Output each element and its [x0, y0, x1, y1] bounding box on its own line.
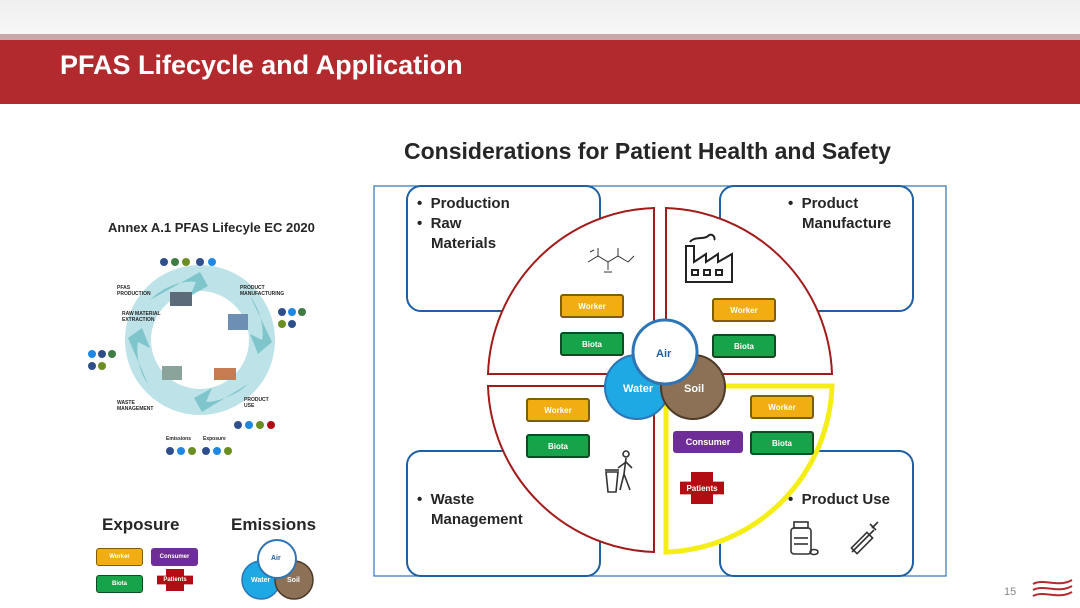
- annex-lifecycle-image: [88, 258, 306, 455]
- worker-tag-production: Worker: [560, 294, 624, 318]
- diagram-heading: Considerations for Patient Health and Sa…: [404, 138, 891, 164]
- production-item-3: Materials: [431, 235, 497, 252]
- consumer-tag: Consumer: [673, 431, 743, 453]
- trash-bin-icon: [605, 450, 633, 493]
- production-label: • Production • Raw Materials: [417, 195, 510, 252]
- annex-dots-left: [88, 350, 116, 370]
- quadrant-manufacture: [665, 206, 834, 375]
- legend-biota: Biota: [96, 575, 143, 593]
- title-bar: PFAS Lifecycle and Application: [0, 34, 1080, 104]
- annex-label-exposure: Exposure: [203, 436, 226, 442]
- legend-soil: Soil: [287, 577, 300, 584]
- water-text: Water: [623, 383, 654, 395]
- waste-label: • Waste Management: [417, 491, 523, 528]
- manufacture-item-1: Product: [801, 195, 859, 212]
- biota-tag-product-use: Biota: [750, 431, 814, 455]
- quadrant-product-use: [663, 383, 835, 555]
- waste-item-2: Management: [431, 511, 523, 528]
- top-strip: [0, 0, 1080, 34]
- air-text: Air: [656, 348, 672, 360]
- annex-label-raw-material: RAW MATERIAL EXTRACTION: [122, 311, 161, 323]
- annex-label-pfas-production: PFAS PRODUCTION: [117, 285, 151, 297]
- worker-tag-product-use: Worker: [750, 395, 814, 419]
- biota-tag-production: Biota: [560, 332, 624, 356]
- worker-tag-waste: Worker: [526, 398, 590, 422]
- annex-label-waste-management: WASTE MANAGEMENT: [117, 400, 154, 412]
- factory-icon: [685, 233, 733, 283]
- legend-water: Water: [251, 577, 271, 584]
- chemical-structure-icon: [587, 248, 635, 273]
- legend-worker: Worker: [96, 548, 143, 566]
- slide-title: PFAS Lifecycle and Application: [60, 50, 463, 80]
- diagram-frame: [373, 185, 947, 577]
- annex-label-emissions: Emissions: [166, 436, 192, 442]
- product-use-item-1: Product Use: [801, 491, 890, 508]
- annex-title: Annex A.1 PFAS Lifecyle EC 2020: [108, 220, 315, 235]
- annex-dots-right: [278, 308, 306, 328]
- legend-air: Air: [271, 555, 281, 562]
- product-use-label: • Product Use: [788, 491, 890, 508]
- air-circle: [631, 318, 699, 386]
- manufacture-label: • Product Manufacture: [788, 195, 892, 232]
- annex-dots-bottom: [166, 421, 275, 455]
- quadrant-waste: [486, 385, 655, 554]
- pill-bottle-icon: [790, 521, 819, 556]
- manufacture-item-2: Manufacture: [802, 215, 892, 232]
- soil-text: Soil: [684, 383, 705, 395]
- legend-consumer: Consumer: [151, 548, 198, 566]
- legend-patients: Patients: [157, 569, 193, 591]
- exposure-legend-title: Exposure: [102, 515, 180, 534]
- waste-item-1: Waste: [430, 491, 475, 508]
- production-item-2: Raw: [430, 215, 462, 232]
- annex-dots-top: [160, 258, 216, 266]
- annex-label-product-manufacturing: PRODUCT MANUFACTURING: [240, 285, 285, 297]
- biota-tag-manufacture: Biota: [712, 334, 776, 358]
- biota-tag-waste: Biota: [526, 434, 590, 458]
- production-item-1: Production: [430, 195, 510, 212]
- page-number: 15: [1004, 586, 1017, 598]
- syringe-icon: [850, 521, 879, 555]
- annex-label-product-use: PRODUCT USE: [244, 397, 269, 409]
- worker-tag-manufacture: Worker: [712, 298, 776, 322]
- emissions-legend-title: Emissions: [231, 515, 317, 534]
